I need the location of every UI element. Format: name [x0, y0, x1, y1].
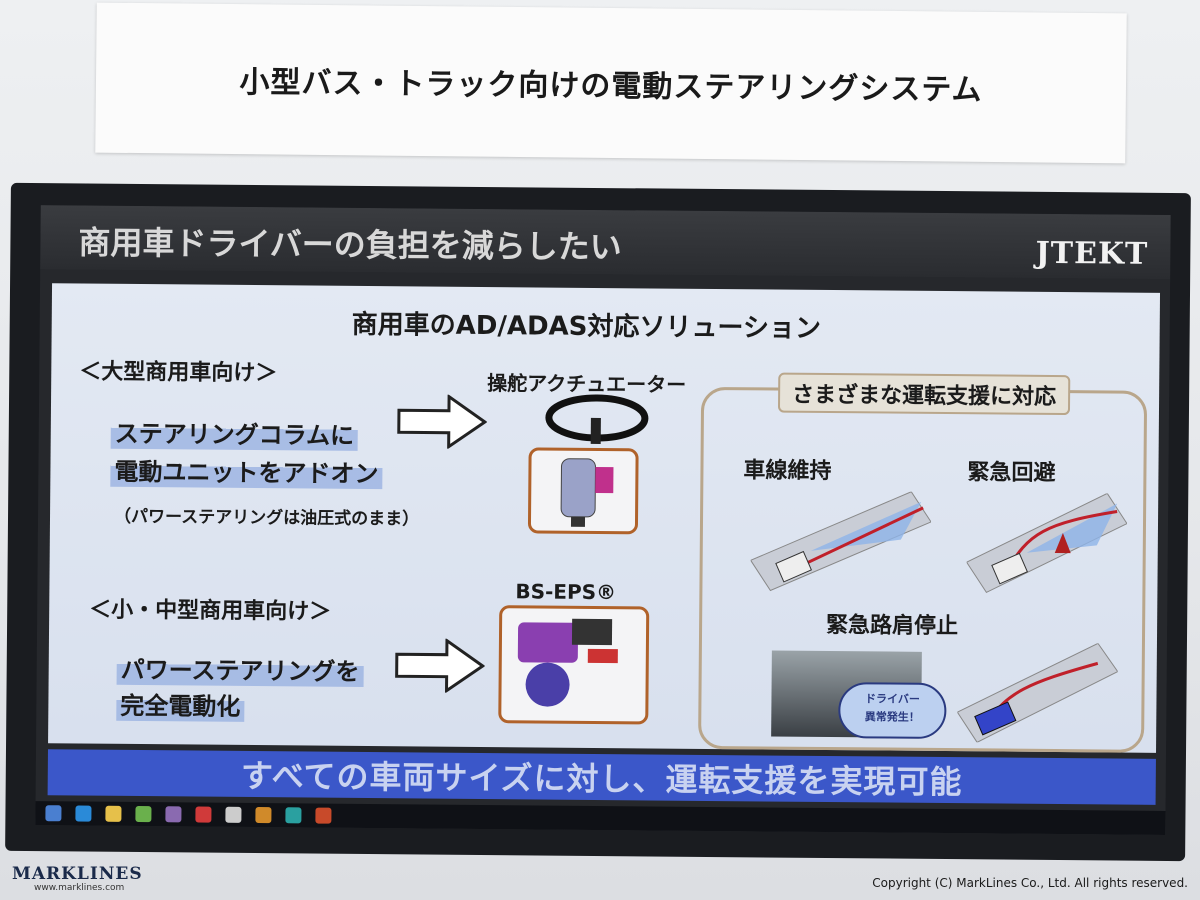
steering-actuator-photo	[527, 447, 639, 535]
app-icon[interactable]	[255, 807, 272, 824]
app-icon[interactable]	[225, 806, 242, 823]
bs-eps-photo	[498, 605, 650, 725]
large-desc-line1: ステアリングコラムに	[110, 413, 359, 451]
small-vehicle-heading: ＜小・中型商用車向け＞	[89, 597, 332, 625]
monitor-screen: 商用車ドライバーの負担を減らしたい JTEKT 商用車のAD/ADAS対応ソリュ…	[35, 205, 1171, 835]
marklines-logo: MARKLINES	[12, 864, 143, 884]
display-monitor: 商用車ドライバーの負担を減らしたい JTEKT 商用車のAD/ADAS対応ソリュ…	[5, 182, 1191, 862]
banner-text: すべての車両サイズに対し、運転支援を実現可能	[240, 756, 963, 802]
copyright-notice: Copyright (C) MarkLines Co., Ltd. All ri…	[872, 876, 1188, 890]
slide-banner: すべての車両サイズに対し、運転支援を実現可能	[47, 749, 1156, 805]
windows-start-icon[interactable]	[45, 805, 62, 822]
small-desc-line2: 完全電動化	[116, 685, 245, 722]
driver-alert-bubble: ドライバー 異常発生！	[838, 682, 947, 740]
driver-assist-panel: さまざまな運転支援に対応 車線維持 緊急回避 緊急路肩停止	[698, 372, 1148, 753]
placard-title: 小型バス・トラック向けの電動ステアリングシステム	[239, 65, 983, 108]
lane-keeping-label: 車線維持	[743, 458, 832, 485]
slide-header: 商用車ドライバーの負担を減らしたい JTEKT	[40, 205, 1171, 279]
presentation-icon[interactable]	[315, 807, 332, 824]
emergency-avoidance-label: 緊急回避	[967, 460, 1056, 486]
slide-subtitle: 商用車のAD/ADAS対応ソリューション	[351, 309, 822, 344]
marklines-url: www.marklines.com	[34, 883, 125, 893]
exhibit-placard: 小型バス・トラック向けの電動ステアリングシステム	[95, 2, 1127, 164]
bs-eps-label: BS-EPS®	[515, 579, 617, 605]
emergency-avoidance-diagram	[966, 492, 1128, 594]
arrow-right-icon	[397, 394, 488, 450]
app-icon[interactable]	[165, 806, 182, 823]
bubble-line1: ドライバー	[865, 692, 920, 706]
actuator-image	[560, 458, 614, 527]
folder-icon[interactable]	[105, 805, 122, 822]
driver-assist-title: さまざまな運転支援に対応	[777, 372, 1071, 416]
lane-keeping-diagram	[750, 491, 932, 592]
bubble-line2: 異常発生！	[864, 710, 920, 724]
shoulder-stop-diagram	[957, 642, 1118, 743]
app-icon[interactable]	[195, 806, 212, 823]
app-icon[interactable]	[285, 807, 302, 824]
steering-wheel-icon	[545, 394, 649, 445]
jtekt-logo: JTEKT	[1035, 235, 1149, 272]
windows-taskbar	[35, 801, 1166, 835]
browser-icon[interactable]	[75, 805, 92, 822]
slide-content: 商用車のAD/ADAS対応ソリューション ＜大型商用車向け＞ ステアリングコラム…	[48, 283, 1161, 753]
arrow-right-icon	[395, 638, 485, 694]
large-vehicle-heading: ＜大型商用車向け＞	[79, 359, 278, 387]
slide-title: 商用車ドライバーの負担を減らしたい	[78, 223, 622, 267]
large-desc-line2: 電動ユニットをアドオン	[110, 451, 383, 490]
store-icon[interactable]	[135, 805, 152, 823]
small-desc-line1: パワーステアリングを	[116, 649, 364, 687]
emergency-shoulder-stop-label: 緊急路肩停止	[825, 612, 959, 640]
bs-eps-image	[517, 618, 618, 707]
large-desc-note: （パワーステアリングは油圧式のまま）	[113, 506, 420, 530]
